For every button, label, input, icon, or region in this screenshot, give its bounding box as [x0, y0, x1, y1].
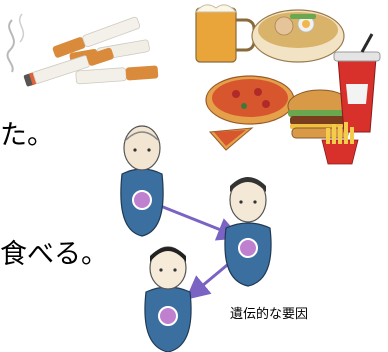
father-figure — [224, 177, 272, 287]
cigarettes-icon — [6, 13, 159, 87]
text-line-2: 食べる。 — [0, 239, 108, 270]
inheritance-arrow-1 — [157, 203, 242, 241]
text-line-1: た。 — [0, 120, 54, 151]
grandfather-figure — [120, 125, 164, 237]
junk-food-icon — [194, 4, 381, 165]
genetic-factor-label: 遺伝的な要因 — [230, 307, 309, 322]
family-inheritance-icon — [120, 125, 272, 352]
son-figure — [144, 246, 192, 352]
